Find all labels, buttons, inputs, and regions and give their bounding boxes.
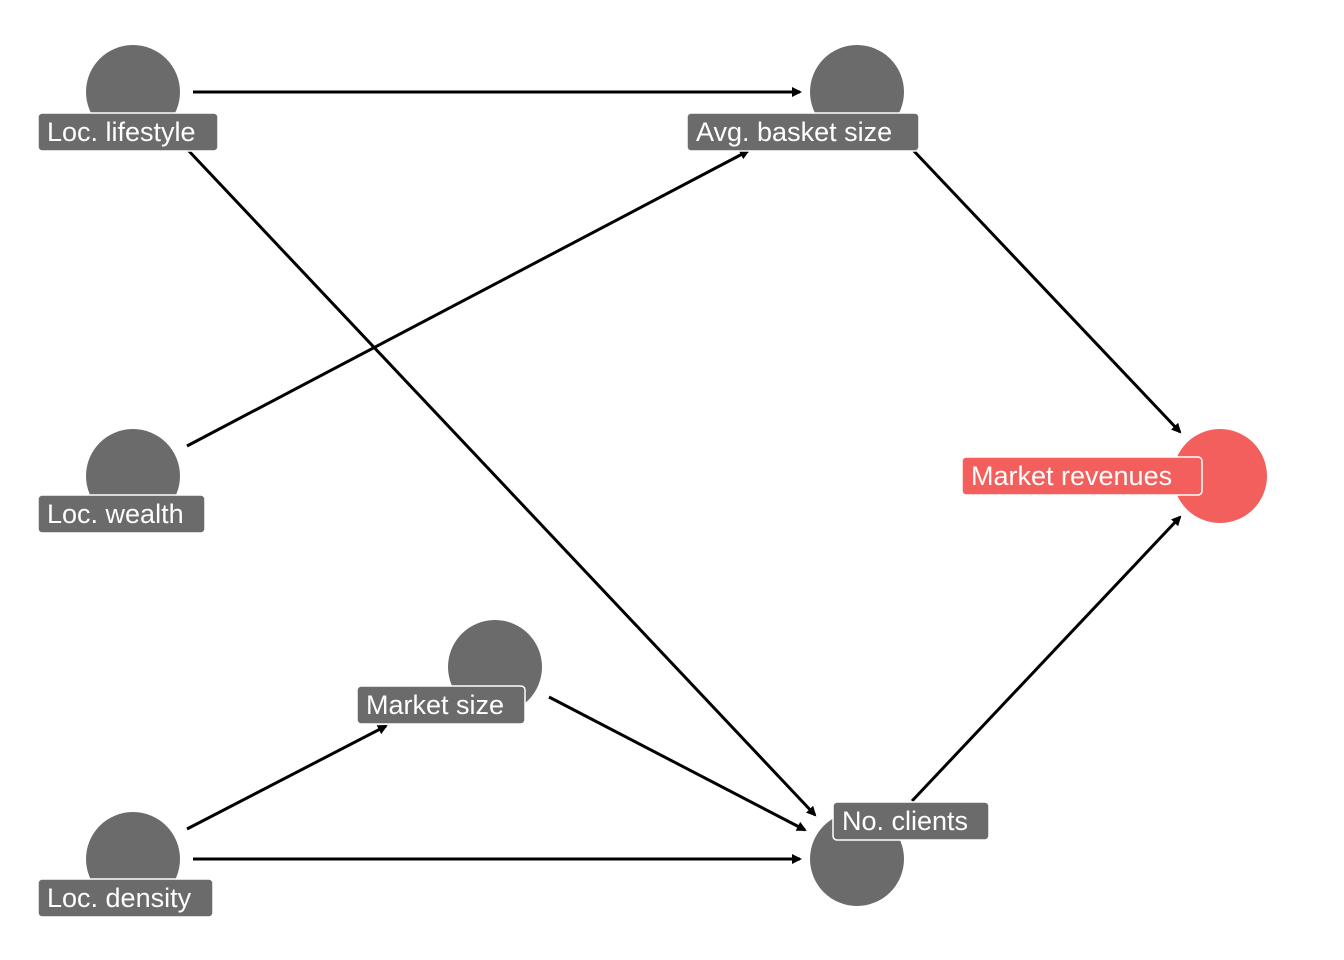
- node-label-basket: Avg. basket size: [686, 112, 920, 152]
- edge-market_size-to-clients: [548, 695, 807, 832]
- node-label-box-density: [37, 878, 214, 918]
- node-label-text-clients: No. clients: [842, 806, 968, 836]
- edge-wealth-to-basket: [186, 149, 750, 448]
- edge-density-to-market_size: [186, 724, 388, 831]
- node-label-text-wealth: Loc. wealth: [47, 499, 184, 529]
- node-label-box-clients: [832, 801, 990, 841]
- node-label-text-lifestyle: Loc. lifestyle: [47, 117, 196, 147]
- node-label-box-wealth: [37, 494, 206, 534]
- node-label-box-market_size: [356, 685, 526, 725]
- node-label-box-revenues: [961, 456, 1203, 496]
- node-label-market_size: Market size: [356, 685, 526, 725]
- edges-layer: [185, 87, 1182, 864]
- edge-basket-to-revenues: [910, 147, 1182, 434]
- edge-clients-to-revenues: [910, 515, 1182, 803]
- node-label-revenues: Market revenues: [961, 456, 1203, 496]
- node-revenues: [1173, 429, 1267, 523]
- node-label-text-density: Loc. density: [47, 883, 192, 913]
- node-label-lifestyle: Loc. lifestyle: [37, 112, 219, 152]
- node-label-text-revenues: Market revenues: [971, 461, 1172, 491]
- node-label-clients: No. clients: [832, 801, 990, 841]
- node-label-box-lifestyle: [37, 112, 219, 152]
- node-label-density: Loc. density: [37, 878, 214, 918]
- node-label-box-basket: [686, 112, 920, 152]
- edge-lifestyle-to-clients: [185, 147, 817, 817]
- node-label-text-basket: Avg. basket size: [696, 117, 892, 147]
- node-label-wealth: Loc. wealth: [37, 494, 206, 534]
- node-label-text-market_size: Market size: [366, 690, 504, 720]
